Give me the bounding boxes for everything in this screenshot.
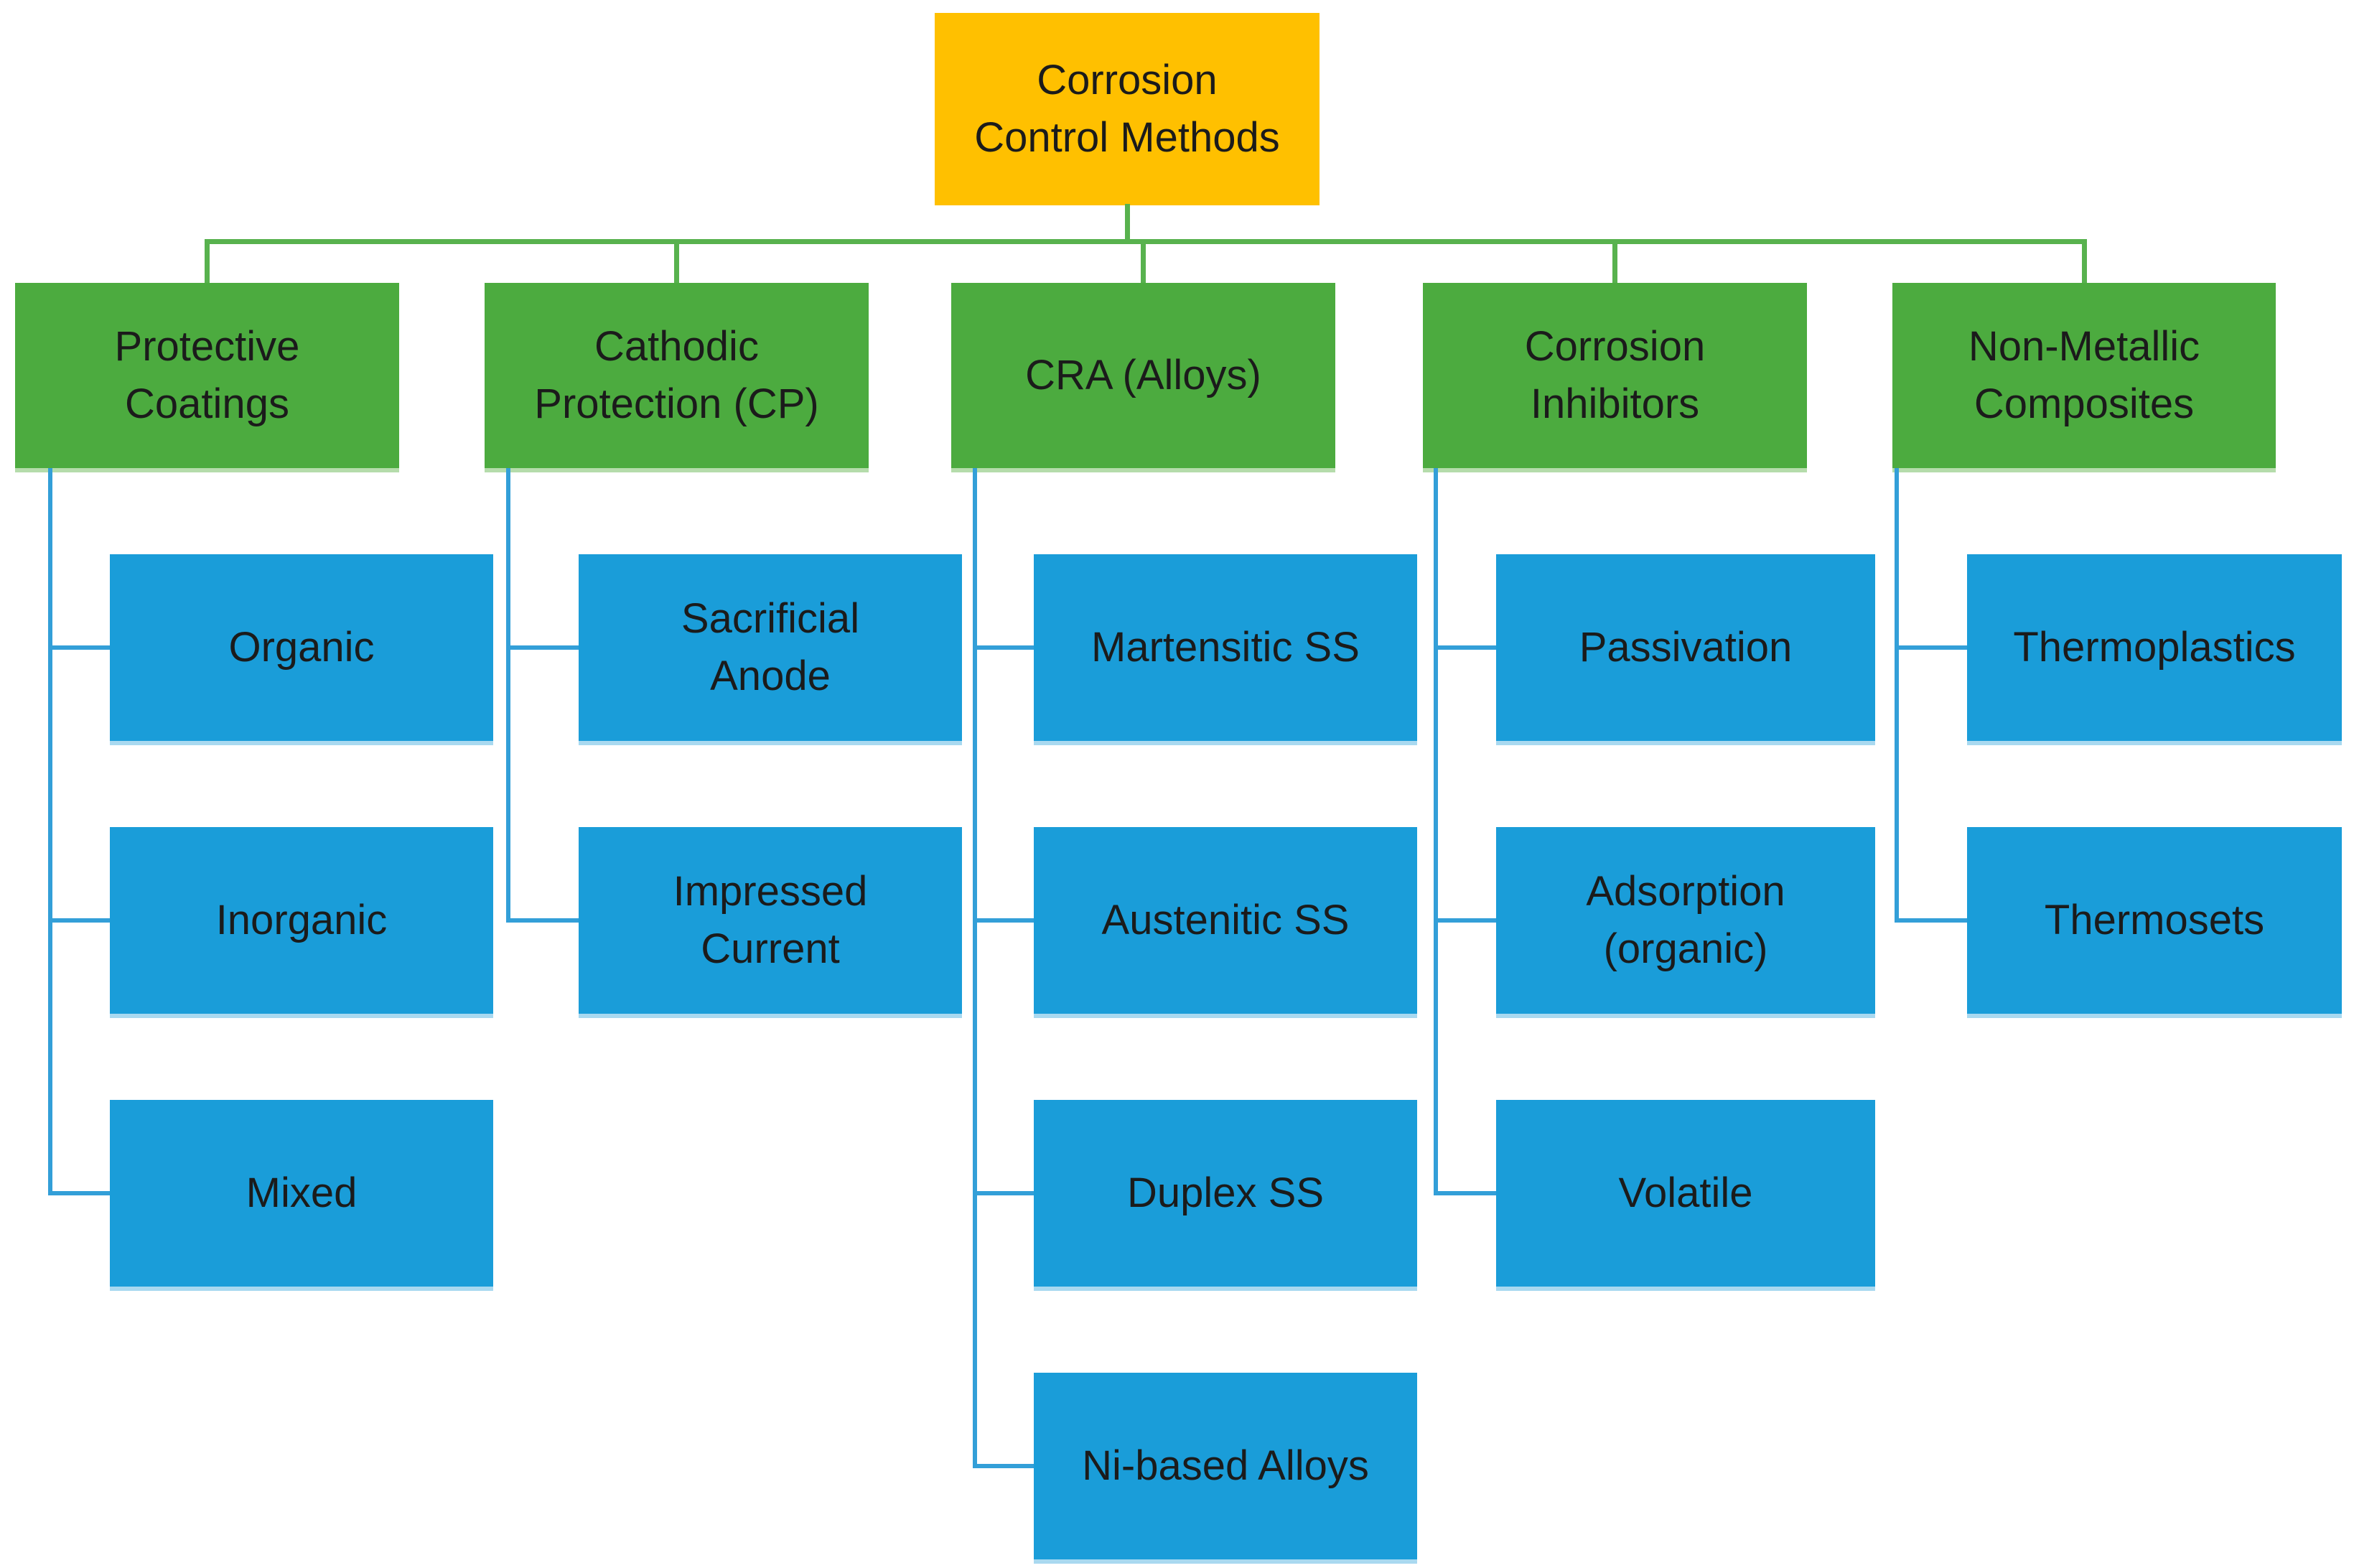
connector-drop-non-metallic-composites — [2082, 239, 2087, 283]
connector-stub-adsorption — [1434, 918, 1496, 923]
branch-node-corrosion-inhibitors: Corrosion Inhibitors — [1423, 283, 1807, 468]
connector-drop-corrosion-inhibitors — [1612, 239, 1617, 283]
leaf-node-passivation: Passivation — [1496, 554, 1875, 741]
leaf-node-duplex-ss: Duplex SS — [1034, 1100, 1417, 1287]
connector-stub-duplex-ss — [973, 1191, 1034, 1195]
leaf-node-volatile: Volatile — [1496, 1100, 1875, 1287]
connector-drop-protective-coatings — [205, 239, 210, 283]
branch-node-cathodic-protection: Cathodic Protection (CP) — [485, 283, 869, 468]
leaf-node-adsorption-organic: Adsorption (organic) — [1496, 827, 1875, 1014]
connector-stub-sacrificial-anode — [506, 645, 579, 650]
connector-drop-cra-alloys — [1141, 239, 1146, 283]
connector-stub-organic — [48, 645, 110, 650]
connector-stub-passivation — [1434, 645, 1496, 650]
connector-column-protective-coatings — [48, 468, 52, 1195]
connector-root-trunk — [1125, 204, 1130, 242]
connector-stub-ni-based-alloys — [973, 1464, 1034, 1468]
leaf-node-impressed-current: Impressed Current — [579, 827, 962, 1014]
branch-node-cra-alloys: CRA (Alloys) — [951, 283, 1335, 468]
connector-stub-inorganic — [48, 918, 110, 923]
connector-column-cathodic-protection — [506, 468, 510, 923]
connector-stub-impressed-current — [506, 918, 579, 923]
leaf-node-ni-based-alloys: Ni-based Alloys — [1034, 1373, 1417, 1559]
leaf-node-sacrificial-anode: Sacrificial Anode — [579, 554, 962, 741]
connector-drop-cathodic-protection — [674, 239, 679, 283]
leaf-node-mixed: Mixed — [110, 1100, 493, 1287]
leaf-node-austenitic-ss: Austenitic SS — [1034, 827, 1417, 1014]
connector-column-corrosion-inhibitors — [1434, 468, 1438, 1195]
leaf-node-thermosets: Thermosets — [1967, 827, 2342, 1014]
leaf-node-thermoplastics: Thermoplastics — [1967, 554, 2342, 741]
leaf-node-inorganic: Inorganic — [110, 827, 493, 1014]
connector-stub-austenitic-ss — [973, 918, 1034, 923]
leaf-node-martensitic-ss: Martensitic SS — [1034, 554, 1417, 741]
connector-stub-thermosets — [1895, 918, 1967, 923]
connector-stub-volatile — [1434, 1191, 1496, 1195]
branch-node-protective-coatings: Protective Coatings — [15, 283, 399, 468]
connector-stub-mixed — [48, 1191, 110, 1195]
branch-node-non-metallic-composites: Non-Metallic Composites — [1892, 283, 2276, 468]
connector-stub-thermoplastics — [1895, 645, 1967, 650]
connector-column-cra-alloys — [973, 468, 977, 1468]
leaf-node-organic: Organic — [110, 554, 493, 741]
connector-column-non-metallic-composites — [1895, 468, 1899, 923]
root-node-corrosion-control-methods: Corrosion Control Methods — [935, 13, 1320, 205]
connector-stub-martensitic-ss — [973, 645, 1034, 650]
